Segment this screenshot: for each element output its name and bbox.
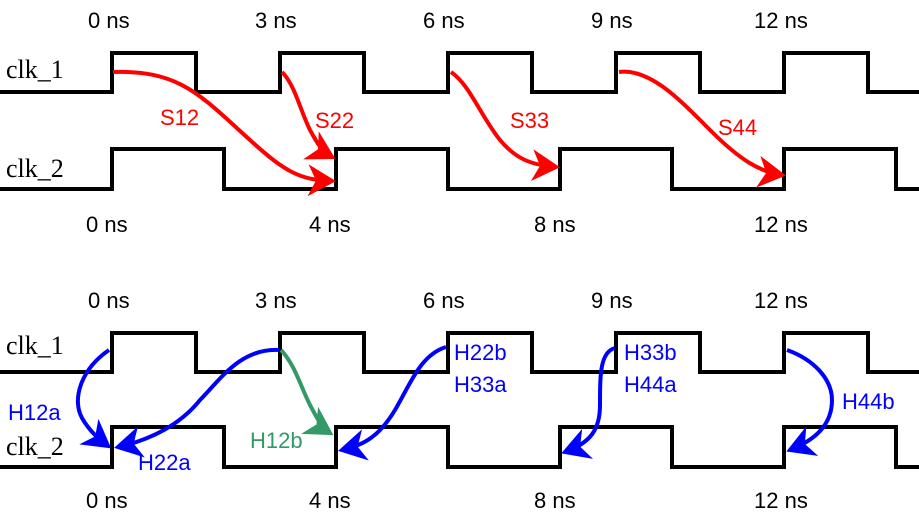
signal-label-clk2-bottom: clk_2 [6, 432, 64, 461]
label-h12a: H12a [8, 400, 61, 425]
label-h33b: H33b [624, 340, 677, 365]
clk1-waveform [0, 51, 919, 94]
hold-arrow-h12a [75, 348, 112, 449]
label-h12b: H12b [250, 428, 303, 453]
signal-label-clk1: clk_1 [6, 55, 64, 84]
label-s44: S44 [718, 115, 757, 140]
label-s12: S12 [160, 105, 199, 130]
signal-label-clk2: clk_2 [6, 154, 64, 183]
hold-arrow-h33b [561, 346, 616, 459]
label-h22b: H22b [454, 340, 507, 365]
signal-label-clk1-bottom: clk_1 [6, 331, 64, 360]
setup-arrow-s33 [449, 70, 560, 182]
label-s22: S22 [315, 108, 354, 133]
hold-arrow-h22a [114, 347, 280, 458]
hold-arrow-h12b [279, 348, 334, 436]
label-h33a: H33a [454, 372, 507, 397]
label-h44a: H44a [624, 372, 677, 397]
label-s33: S33 [510, 108, 549, 133]
setup-arrow-s44 [618, 69, 786, 188]
setup-arrow-s22 [280, 70, 336, 160]
clk1-waveform-bottom [0, 331, 919, 374]
label-h22a: H22a [138, 450, 191, 475]
setup-arrow-s12 [112, 69, 336, 197]
hold-arrow-h22b [338, 345, 447, 461]
hold-arrow-h44b [786, 348, 835, 456]
clk2-waveform [0, 147, 919, 191]
label-h44b: H44b [842, 389, 895, 414]
